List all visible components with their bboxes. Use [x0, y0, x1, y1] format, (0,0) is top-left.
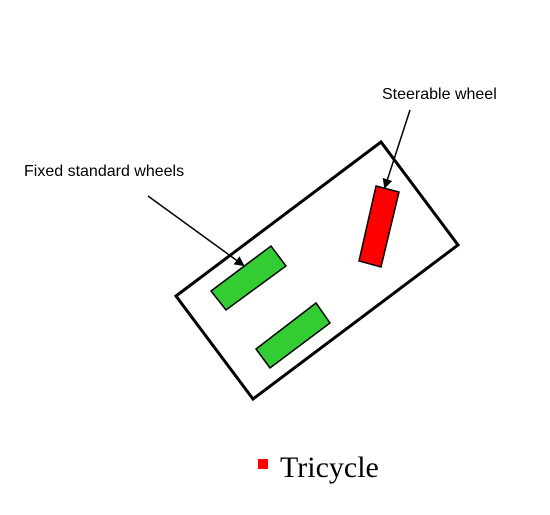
- caption-text: Tricycle: [280, 451, 379, 484]
- steerable-wheel: [358, 185, 400, 268]
- caption-bullet: [258, 459, 268, 469]
- robot-body: [173, 139, 461, 402]
- steerable-wheel-label: Steerable wheel: [382, 86, 497, 103]
- steerable-wheel-arrow: [382, 109, 411, 189]
- fixed-wheel-upper: [209, 244, 288, 312]
- fixed-wheel-lower: [254, 301, 332, 370]
- fixed-wheels-arrow: [147, 195, 245, 267]
- fixed-wheels-label: Fixed standard wheels: [24, 163, 184, 180]
